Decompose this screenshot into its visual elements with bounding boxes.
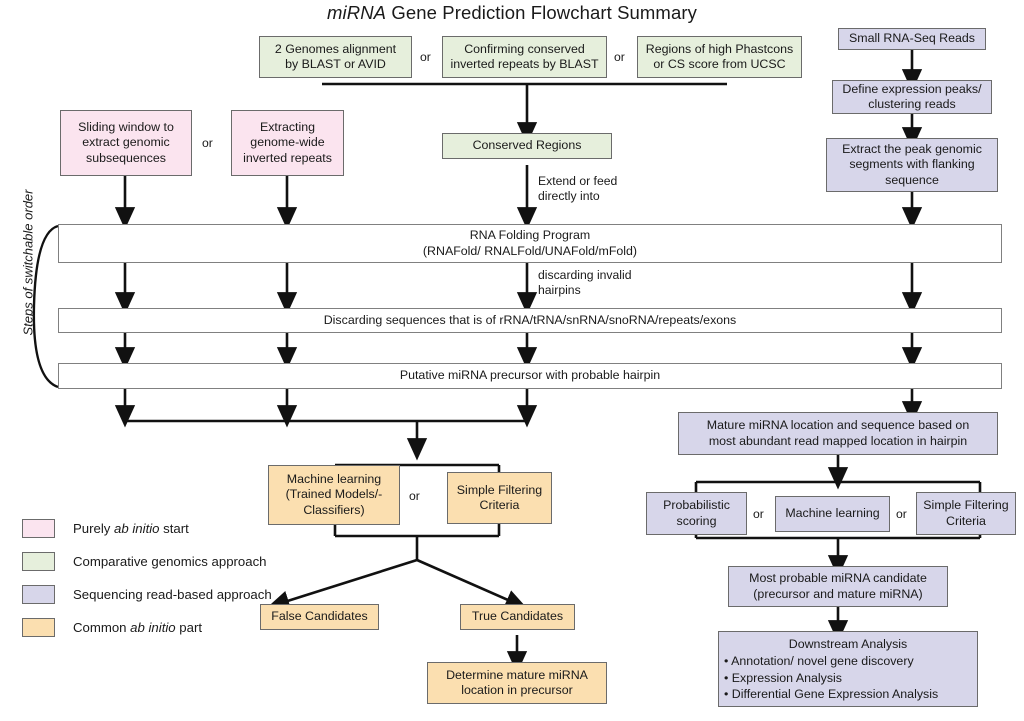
downstream-bullet-1: • Annotation/ novel gene discovery: [724, 654, 914, 669]
or-label-right-2: or: [896, 507, 907, 521]
legend-label-2: Sequencing read-based approach: [73, 587, 272, 602]
legend-label-3: Common ab initio part: [73, 620, 203, 635]
legend-label-1: Comparative genomics approach: [73, 554, 267, 569]
node-discarding-sequences[interactable]: Discarding sequences that is of rRNA/tRN…: [58, 308, 1002, 333]
legend-swatch-pink: [22, 519, 55, 538]
node-machine-learning-left[interactable]: Machine learning(Trained Models/-Classif…: [268, 465, 400, 525]
node-define-expression-peaks[interactable]: Define expression peaks/clustering reads: [832, 80, 992, 114]
legend-item-purely-ab-initio-start: Purely ab initio start: [22, 512, 272, 545]
or-label-top-1: or: [420, 50, 431, 64]
downstream-bullet-3: • Differential Gene Expression Analysis: [724, 686, 939, 701]
or-label-left-branch: or: [409, 489, 420, 503]
legend-label-0: Purely ab initio start: [73, 521, 189, 536]
or-label-pink: or: [202, 136, 213, 150]
legend-item-sequencing-read-based-approach: Sequencing read-based approach: [22, 578, 272, 611]
legend: Purely ab initio start Comparative genom…: [22, 512, 272, 644]
legend-item-comparative-genomics-approach: Comparative genomics approach: [22, 545, 272, 578]
legend-swatch-orange: [22, 618, 55, 637]
legend-swatch-purple: [22, 585, 55, 604]
node-putative-precursor[interactable]: Putative miRNA precursor with probable h…: [58, 363, 1002, 389]
downstream-heading: Downstream Analysis: [788, 637, 908, 652]
node-rna-folding-program[interactable]: RNA Folding Program(RNAFold/ RNALFold/UN…: [58, 224, 1002, 263]
or-label-right-1: or: [753, 507, 764, 521]
legend-swatch-green: [22, 552, 55, 571]
title-emphasis: miRNA: [327, 2, 387, 23]
node-conserved-regions[interactable]: Conserved Regions: [442, 133, 612, 159]
node-downstream-analysis[interactable]: Downstream Analysis • Annotation/ novel …: [718, 631, 978, 707]
downstream-bullet-2: • Expression Analysis: [724, 670, 842, 685]
node-small-rna-seq-reads[interactable]: Small RNA-Seq Reads: [838, 28, 986, 50]
node-true-candidates[interactable]: True Candidates: [460, 604, 575, 630]
node-mature-mirna-location[interactable]: Mature miRNA location and sequence based…: [678, 412, 998, 455]
node-machine-learning-right[interactable]: Machine learning: [775, 496, 890, 532]
legend-item-common-ab-initio-part: Common ab initio part: [22, 611, 272, 644]
node-false-candidates[interactable]: False Candidates: [260, 604, 379, 630]
title-rest: Gene Prediction Flowchart Summary: [386, 2, 697, 23]
node-most-probable-candidate[interactable]: Most probable miRNA candidate(precursor …: [728, 566, 948, 607]
or-label-top-2: or: [614, 50, 625, 64]
page-title: miRNA Gene Prediction Flowchart Summary: [0, 2, 1024, 24]
switchable-order-bracket-label: Steps of switchable order: [20, 189, 36, 336]
